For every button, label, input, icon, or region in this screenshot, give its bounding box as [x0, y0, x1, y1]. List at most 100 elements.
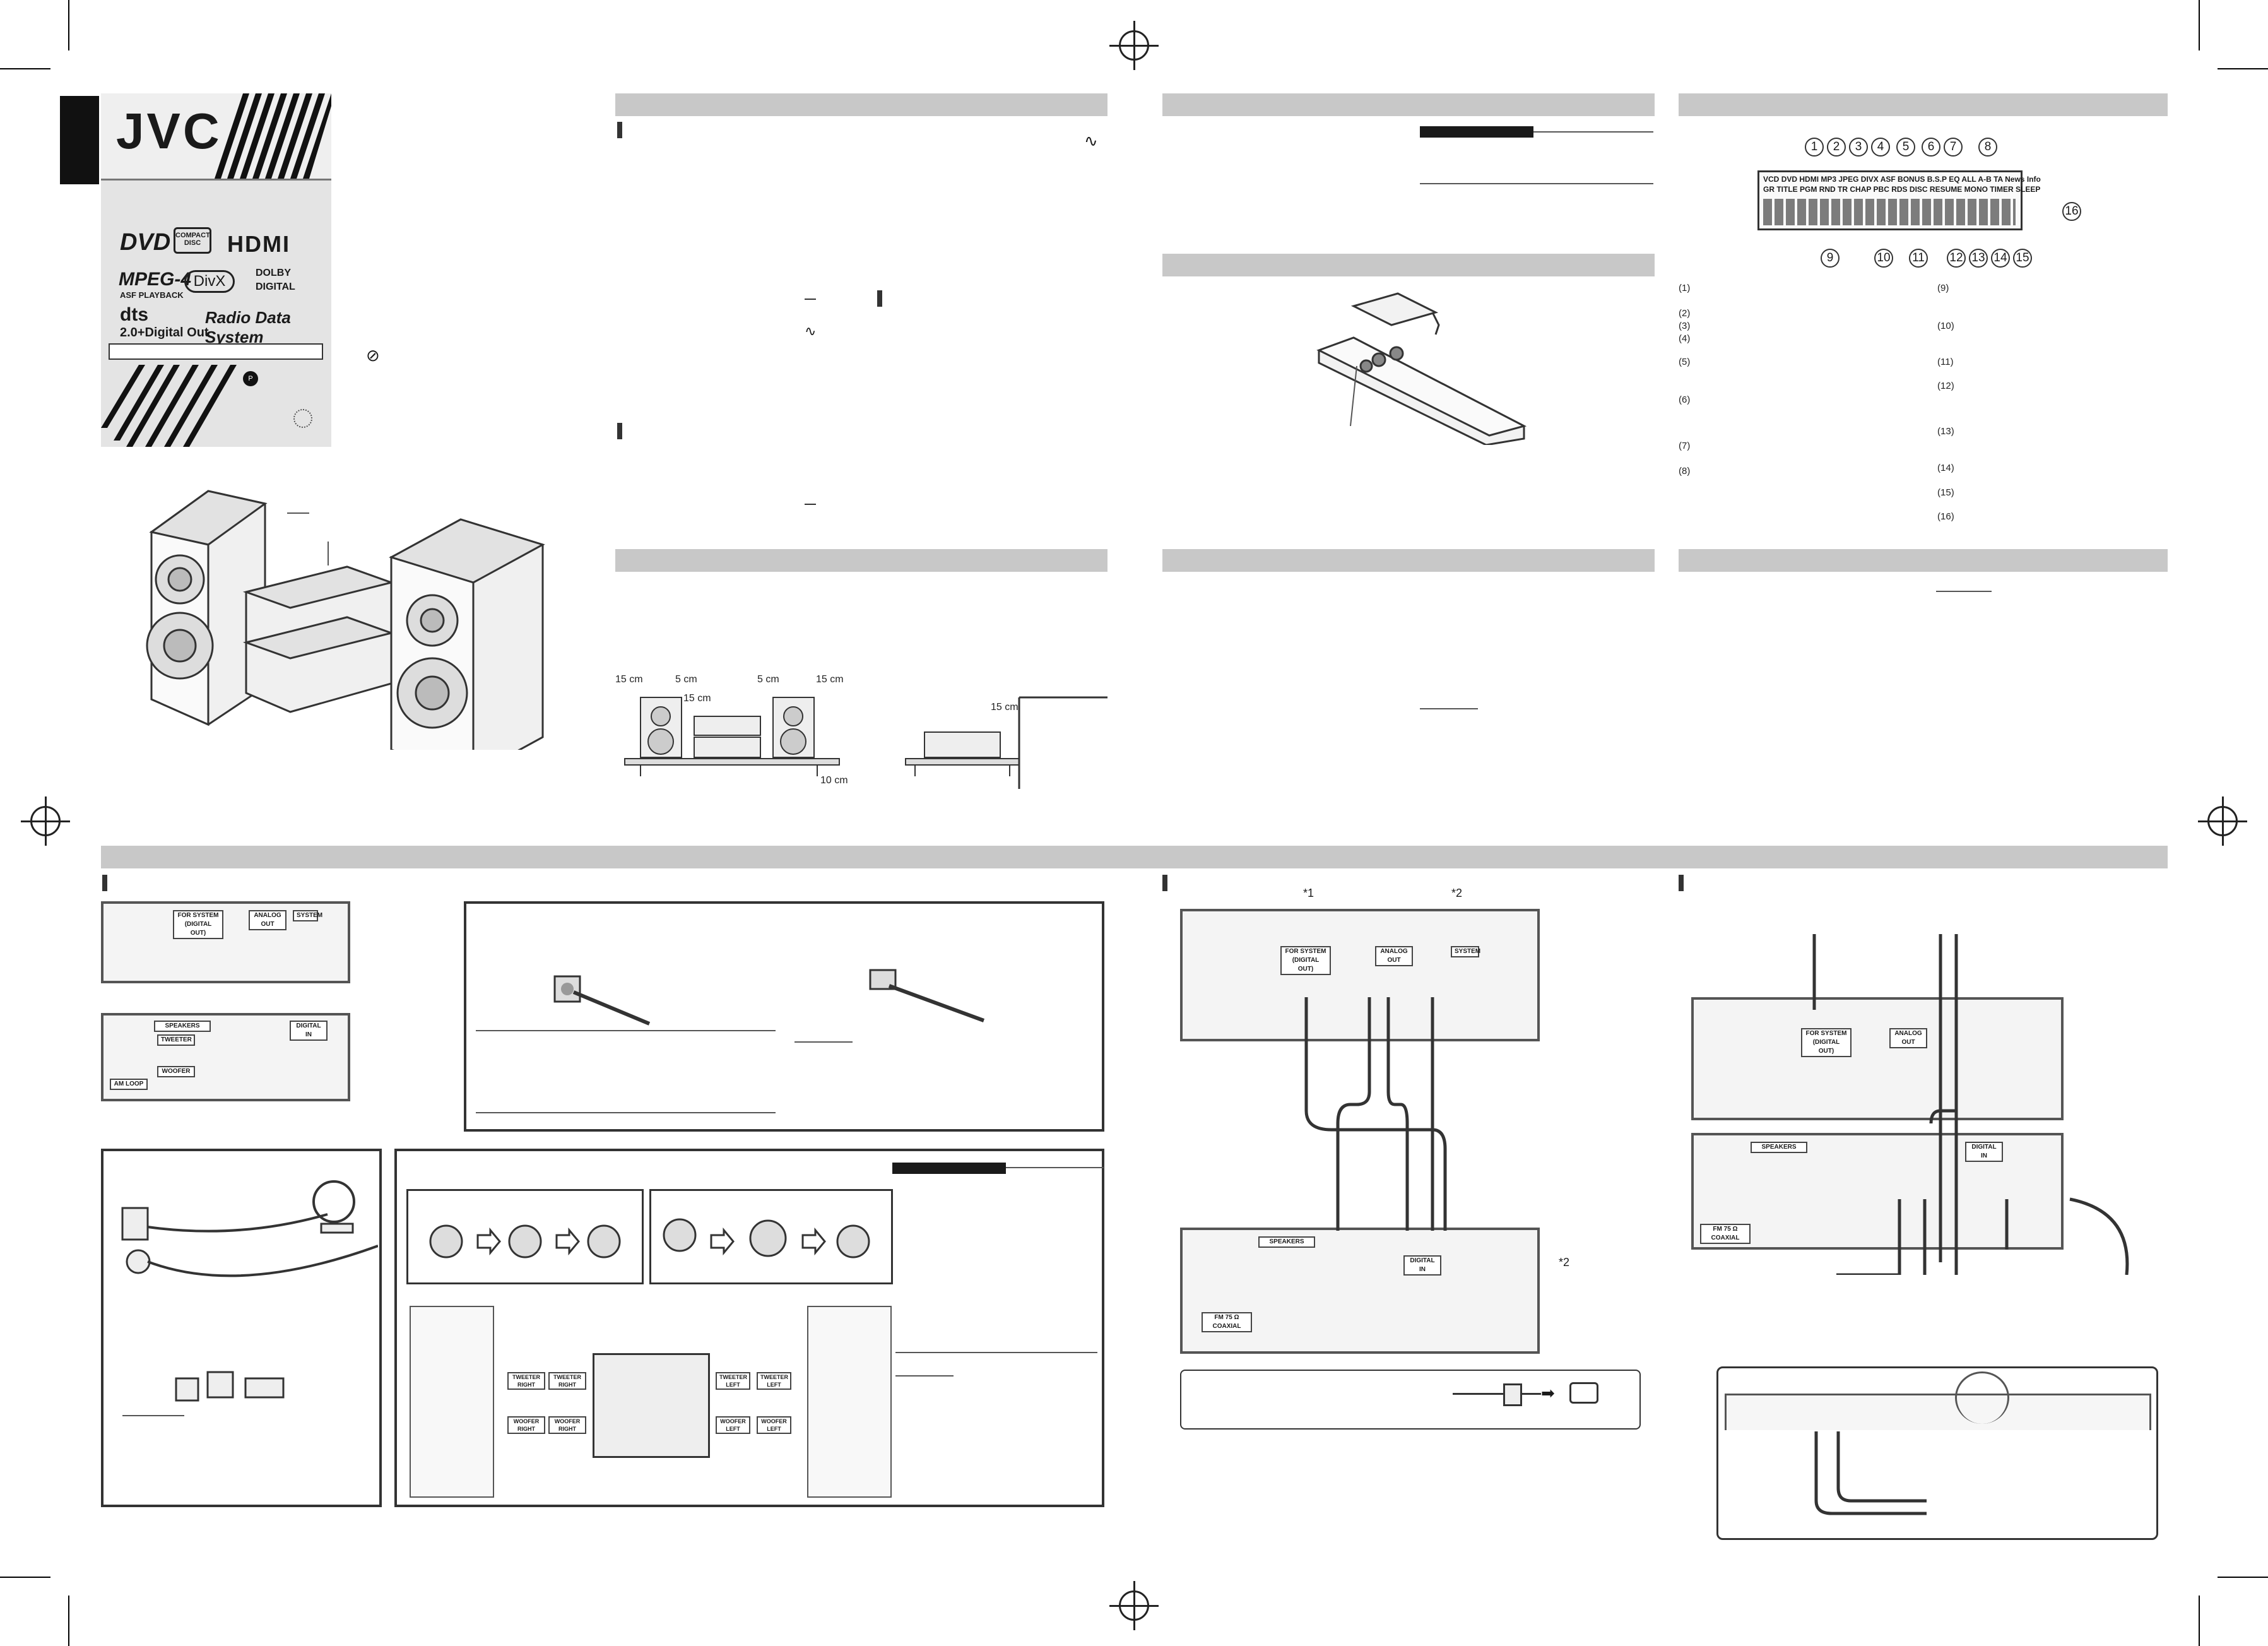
clearance-label: 5 cm: [757, 674, 779, 685]
cable-label: WOOFER LEFT: [716, 1416, 750, 1434]
product-illustration: [146, 490, 545, 750]
prohibited-icon: ⊘: [366, 346, 380, 365]
placement-diagram: 15 cm 5 cm 5 cm 15 cm 15 cm 10 cm 15 cm: [615, 669, 1107, 805]
cover-panel: JVC DVD COMPACT DISC HDMI MPEG-4 ASF PLA…: [101, 93, 331, 447]
right-speaker-rear: [410, 1306, 494, 1498]
antenna-cable-panel: [464, 901, 1104, 1132]
indicator-number: 11: [1909, 249, 1928, 268]
subheading-marker: [102, 875, 107, 891]
indicator-number: 4: [1871, 138, 1890, 157]
crop-mark: [2199, 0, 2200, 50]
cable-routing-2: [1812, 934, 2129, 1275]
section-bar: [101, 846, 2168, 868]
legend-item: (8): [1679, 466, 1691, 477]
dc-symbol-icon: [805, 504, 816, 509]
subheading-marker: [617, 423, 622, 439]
caution-heading-bar: [1420, 126, 1533, 138]
crop-mark: [0, 1577, 50, 1578]
mpeg4-logo: MPEG-4: [119, 269, 192, 290]
note-marker: *2: [1559, 1256, 1570, 1269]
clearance-label: 15 cm: [683, 693, 711, 704]
legend-item: (5): [1679, 357, 1691, 367]
woofer-wire-steps: [649, 1189, 893, 1284]
caution-heading-bar: [892, 1163, 1006, 1174]
pct-mark-icon: Р: [243, 371, 258, 386]
am-antenna-panel: [101, 1149, 382, 1507]
model-name-box: [109, 343, 323, 360]
registration-mark: [1109, 21, 1159, 70]
subheading-marker: [1162, 875, 1167, 891]
legend-item: (15): [1937, 487, 1954, 498]
section-bar: [1162, 93, 1655, 116]
crop-mark: [68, 1596, 69, 1646]
indicator-number: 3: [1849, 138, 1868, 157]
ac-symbol-icon: ∿: [1084, 131, 1098, 150]
note-box: ➡: [1180, 1370, 1641, 1430]
dvd-player-rear-panel-2: FOR SYSTEM (DIGITAL OUT) ANALOG OUT SYST…: [1180, 909, 1540, 1041]
note-marker: *2: [1451, 887, 1463, 899]
indicator-number: 15: [2013, 249, 2032, 268]
dolby-digital-logo: DOLBY DIGITAL: [256, 268, 295, 292]
hdmi-logo: HDMI: [227, 231, 290, 257]
external-device-panel: [1716, 1366, 2158, 1540]
cable-label: TWEETER LEFT: [757, 1372, 791, 1390]
arrow-right-icon: ➡: [1541, 1383, 1555, 1402]
subheading-marker: [1679, 875, 1684, 891]
section-bar: [615, 93, 1107, 116]
cable-routing: [1304, 997, 1447, 1231]
diagonal-stripes-bottom: [101, 365, 237, 447]
dvd-logo: DVD: [120, 229, 171, 256]
speaker-connection-panel: TWEETER RIGHT TWEETER RIGHT TWEETER LEFT…: [394, 1149, 1104, 1507]
ac-symbol-icon: ∿: [805, 323, 817, 339]
section-bar: [1162, 254, 1655, 276]
cable-label: TWEETER LEFT: [716, 1372, 750, 1390]
subheading-marker: [877, 290, 882, 307]
subheading-marker: [617, 122, 622, 138]
indicator-number: 5: [1896, 138, 1915, 157]
dts-logo: dts: [120, 304, 148, 325]
indicator-number: 9: [1821, 249, 1840, 268]
amplifier-rear-panel-2: SPEAKERS DIGITAL IN FM 75 Ω COAXIAL: [1180, 1228, 1540, 1354]
remote-control-illustration: [1316, 292, 1527, 445]
cable-label: TWEETER RIGHT: [507, 1372, 545, 1390]
registration-mark: [1109, 1581, 1159, 1630]
digital-out-label: 2.0+Digital Out: [120, 326, 209, 340]
legend-item: (12): [1937, 381, 1954, 391]
amplifier-speaker-terminals: [593, 1353, 710, 1458]
dvd-player-rear-panel-3: FOR SYSTEM (DIGITAL OUT) ANALOG OUT: [1691, 997, 2064, 1120]
clearance-label: 15 cm: [816, 674, 844, 685]
cable-label: WOOFER RIGHT: [548, 1416, 586, 1434]
section-bar: [1679, 93, 2168, 116]
cable-label: WOOFER RIGHT: [507, 1416, 545, 1434]
crop-mark: [68, 0, 69, 50]
legend-item: (2): [1679, 308, 1691, 319]
amplifier-rear-panel: SPEAKERS TWEETER WOOFER DIGITAL IN AM LO…: [101, 1013, 350, 1101]
clearance-label: 15 cm: [615, 674, 643, 685]
registration-mark: [21, 796, 70, 846]
legend-item: (13): [1937, 426, 1954, 437]
legend-item: (10): [1937, 321, 1954, 331]
dvd-player-rear-panel: FOR SYSTEM (DIGITAL OUT) ANALOG OUT SYST…: [101, 901, 350, 983]
indicator-number: 7: [1944, 138, 1963, 157]
asf-playback-label: ASF PLAYBACK: [120, 290, 184, 300]
clearance-label: 15 cm: [991, 702, 1019, 713]
black-side-tab: [60, 96, 99, 184]
indicator-number: 12: [1947, 249, 1966, 268]
legend-item: (6): [1679, 394, 1691, 405]
cable-label: TWEETER RIGHT: [548, 1372, 586, 1390]
left-speaker-rear: [807, 1306, 892, 1498]
fl-indicator-row2: GR TITLE PGM RND TR CHAP PBC RDS DISC RE…: [1763, 185, 2041, 194]
clearance-label: 5 cm: [675, 674, 697, 685]
indicator-number: 14: [1991, 249, 2010, 268]
compact-disc-logo: COMPACT DISC: [174, 227, 211, 254]
tweeter-wire-steps: [406, 1189, 644, 1284]
legend-item: (1): [1679, 283, 1691, 293]
legend-item: (11): [1937, 357, 1954, 367]
divx-logo: DivX: [184, 270, 235, 293]
display-window: VCD DVD HDMI MP3 JPEG DIVX ASF BONUS B.S…: [1757, 170, 2041, 230]
legend-item: (7): [1679, 441, 1691, 451]
indicator-number: 13: [1969, 249, 1988, 268]
diagonal-stripes: [215, 93, 331, 179]
recycle-icon: [293, 409, 312, 428]
legend-item: (14): [1937, 463, 1954, 473]
